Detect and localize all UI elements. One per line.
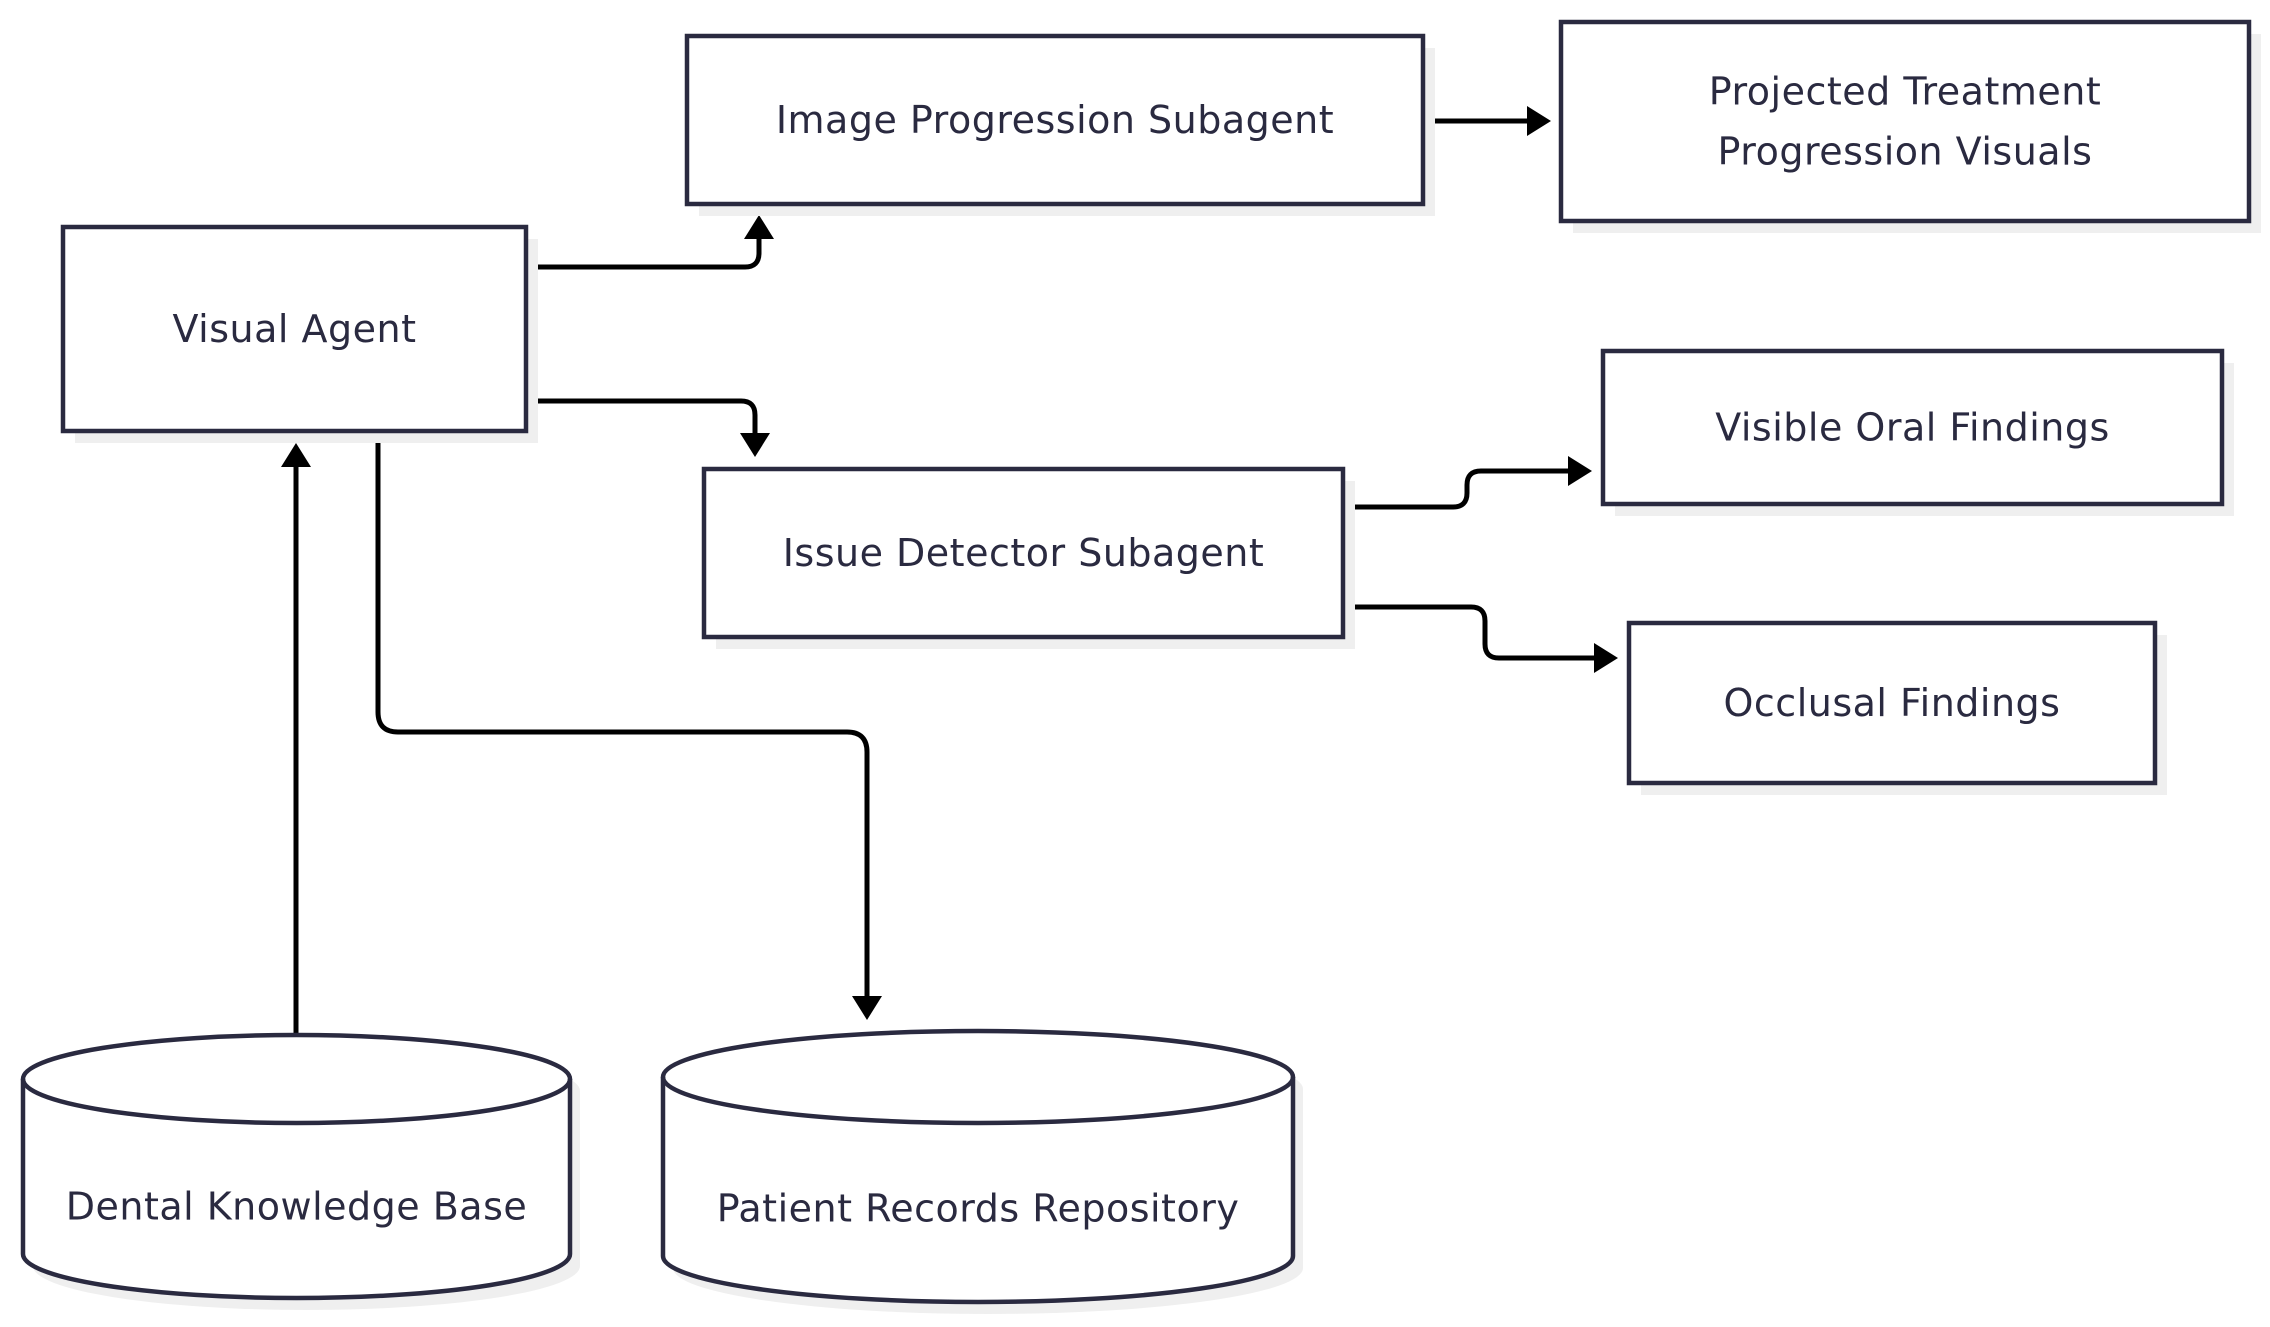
edge-visual-agent-to-issue-detector <box>526 398 770 457</box>
arrowhead-icon <box>1594 643 1618 673</box>
edge-issue-detector-to-visible-oral <box>1343 456 1592 510</box>
node-occlusal[interactable]: Occlusal Findings <box>1626 620 2167 795</box>
edge-line <box>526 398 758 434</box>
node-issue-detector[interactable]: Issue Detector Subagent <box>701 466 1355 649</box>
arrowhead-icon <box>1568 456 1592 486</box>
node-label: Visual Agent <box>172 307 416 351</box>
node-label-line: Visible Oral Findings <box>1715 406 2110 450</box>
node-label: Occlusal Findings <box>1724 681 2061 725</box>
edge-line <box>526 238 762 270</box>
arrowhead-icon <box>1527 106 1551 136</box>
node-label-line: Projected Treatment <box>1709 70 2101 114</box>
node-patient-records[interactable]: Patient Records Repository <box>660 1028 1303 1314</box>
node-label-line: Dental Knowledge Base <box>66 1185 528 1229</box>
node-label-line: Image Progression Subagent <box>776 98 1334 142</box>
node-label: Image Progression Subagent <box>776 98 1334 142</box>
cylinder-lid <box>660 1076 1296 1126</box>
edge-issue-detector-to-occlusal <box>1343 604 1618 673</box>
arrowhead-icon <box>281 443 311 467</box>
cylinder-lid <box>20 1078 573 1126</box>
node-label-line: Occlusal Findings <box>1724 681 2061 725</box>
edge-image-progression-to-projected-visuals <box>1423 106 1551 136</box>
edge-line <box>1343 468 1569 510</box>
edge-line <box>1343 604 1595 661</box>
edge-dental-kb-to-visual-agent <box>281 443 311 1035</box>
node-label: Patient Records Repository <box>717 1187 1240 1231</box>
node-label: Dental Knowledge Base <box>66 1185 528 1229</box>
arrowhead-icon <box>744 215 774 239</box>
arrowhead-icon <box>740 433 770 457</box>
node-label-line: Visual Agent <box>172 307 416 351</box>
node-label-line: Progression Visuals <box>1718 130 2093 174</box>
node-visible-oral[interactable]: Visible Oral Findings <box>1600 348 2234 516</box>
edge-visual-agent-to-patient-records <box>375 431 882 1020</box>
node-label: Visible Oral Findings <box>1715 406 2110 450</box>
node-label-line: Issue Detector Subagent <box>783 531 1265 575</box>
node-image-progression[interactable]: Image Progression Subagent <box>684 33 1435 216</box>
node-dental-kb[interactable]: Dental Knowledge Base <box>20 1032 580 1310</box>
node-label: Issue Detector Subagent <box>783 531 1265 575</box>
cylinder-body <box>20 1032 573 1301</box>
node-label-line: Patient Records Repository <box>717 1187 1240 1231</box>
node-visual-agent[interactable]: Visual Agent <box>60 224 538 443</box>
node-box <box>1558 19 2252 224</box>
arrowhead-icon <box>852 996 882 1020</box>
node-box <box>1600 348 2225 507</box>
node-box <box>684 33 1426 207</box>
node-box <box>60 224 529 434</box>
node-box <box>1626 620 2158 786</box>
edge-visual-agent-to-image-progression <box>526 215 774 270</box>
edges-layer <box>281 106 1618 1035</box>
edge-line <box>375 431 870 997</box>
cylinder-body <box>660 1028 1296 1305</box>
node-box <box>701 466 1346 640</box>
